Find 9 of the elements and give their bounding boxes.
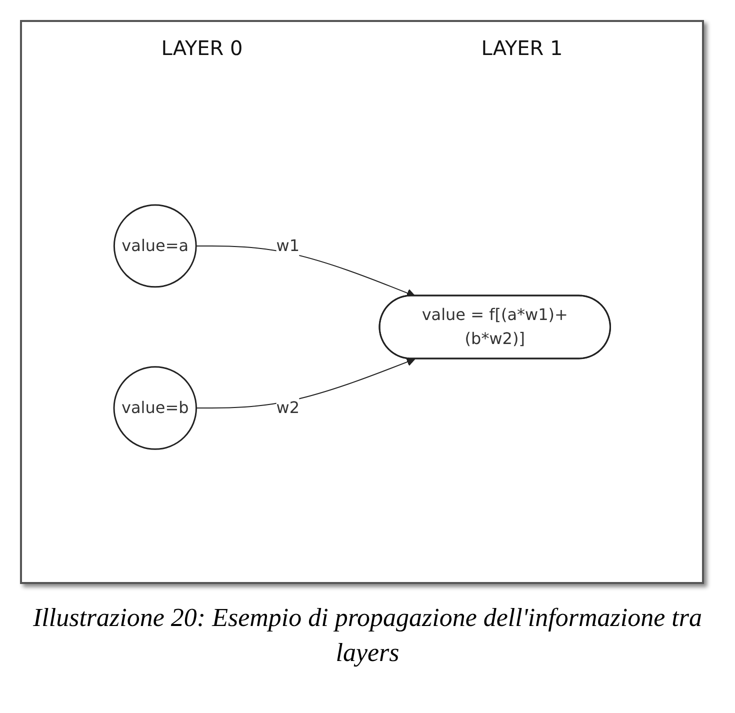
layer-label: LAYER 1: [481, 36, 563, 60]
arrow: [195, 245, 416, 298]
arrow: [196, 358, 416, 408]
node-circle: value=b: [113, 366, 197, 450]
caption: Illustrazione 20: Esempio di propagazione dell'informazione tra layers: [32, 602, 704, 670]
node-circle: value=a: [113, 204, 197, 288]
edge-label: w2: [276, 398, 300, 417]
layer-label: LAYER 0: [161, 36, 243, 60]
edge-label: w1: [276, 236, 300, 255]
